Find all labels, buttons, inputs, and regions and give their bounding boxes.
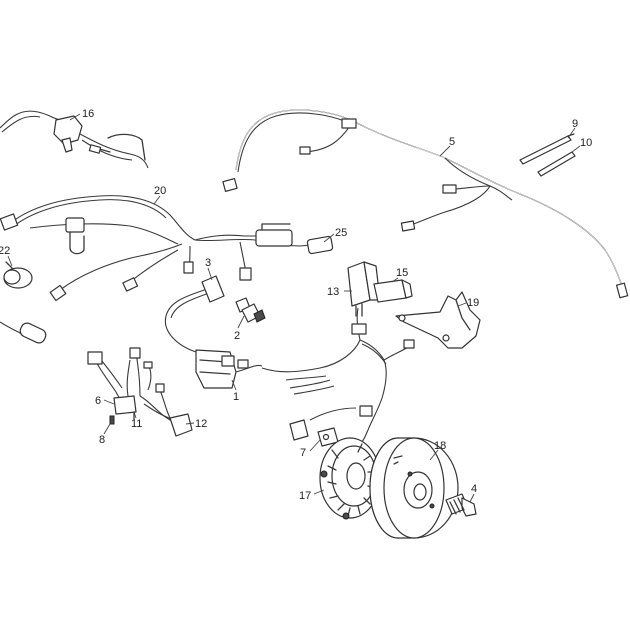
callout-12: 12: [195, 418, 207, 430]
callout-20: 20: [154, 185, 166, 197]
pickup-bracket: [289, 419, 339, 447]
cable-tie-9: [519, 133, 575, 165]
horn-sensor: [3, 261, 33, 289]
callout-3: 3: [205, 257, 211, 269]
callout-15: 15: [396, 267, 408, 279]
leader-lines: [7, 113, 581, 503]
flywheel: [369, 437, 459, 539]
callout-9: 9: [572, 118, 578, 130]
callout-7: 7: [300, 447, 306, 459]
callout-10: 10: [580, 137, 592, 149]
ignition-coil: [195, 349, 263, 389]
callout-22: 22: [0, 245, 10, 257]
spark-plug: [235, 297, 266, 323]
spark-plug-cap: [164, 275, 225, 359]
callout-17: 17: [299, 490, 311, 502]
callout-8: 8: [99, 434, 105, 446]
cable-end-left: [0, 321, 47, 344]
callout-11: 11: [131, 418, 142, 430]
callout-4: 4: [471, 483, 477, 495]
callout-19: 19: [467, 297, 479, 309]
secondary-wiring-harness: [0, 195, 334, 302]
callout-6: 6: [95, 395, 101, 407]
handlebar-switch: [0, 110, 149, 169]
callout-2: 2: [234, 330, 240, 342]
stator: [319, 437, 381, 520]
callout-13: 13: [327, 286, 339, 298]
callout-18: 18: [434, 440, 446, 452]
voltage-regulator: [373, 279, 413, 303]
callout-1: 1: [233, 391, 239, 403]
stator-cable: [261, 307, 415, 451]
main-wiring-harness: [222, 109, 629, 299]
callout-5: 5: [449, 136, 455, 148]
relay-harness: [87, 347, 193, 437]
callout-numbers: 16 9 10 5 20 22 25 3 15 13 19 2 1 6 8 11…: [0, 108, 592, 502]
flywheel-bolt: [445, 493, 477, 517]
callout-25: 25: [335, 227, 347, 239]
cable-tie-10: [537, 151, 576, 177]
cdi-unit: [347, 261, 381, 317]
callout-16: 16: [82, 108, 94, 120]
